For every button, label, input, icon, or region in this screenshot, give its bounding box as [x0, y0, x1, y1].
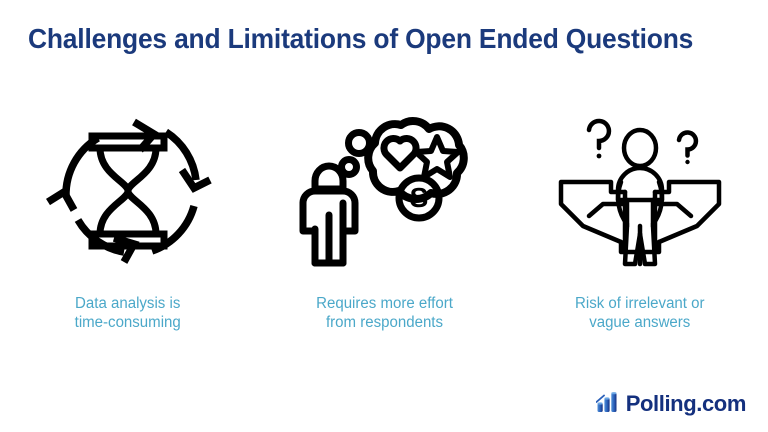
feature-caption-1: Data analysis is time-consuming	[74, 295, 182, 331]
feature-column-3: Risk of irrelevant or vague answers	[520, 108, 760, 332]
brand-logo[interactable]: Polling.com	[595, 389, 747, 418]
person-thought-bubble-icon: S	[294, 108, 474, 273]
svg-text:S: S	[409, 182, 428, 213]
page-title: Challenges and Limitations of Open Ended…	[28, 23, 694, 54]
feature-columns: Data analysis is time-consuming	[0, 108, 768, 358]
feature-caption-3: Risk of irrelevant or vague answers	[575, 295, 705, 331]
feature-column-2: S Requires more effort from respondents	[264, 108, 504, 332]
logo-text: Polling.com	[625, 390, 747, 416]
feature-column-1: Data analysis is time-consuming	[8, 108, 248, 332]
bar-chart-logo-icon	[595, 389, 619, 418]
feature-caption-2: Requires more effort from respondents	[315, 295, 453, 331]
crossroads-decision-icon	[550, 108, 730, 273]
hourglass-cycle-icon	[38, 108, 218, 273]
